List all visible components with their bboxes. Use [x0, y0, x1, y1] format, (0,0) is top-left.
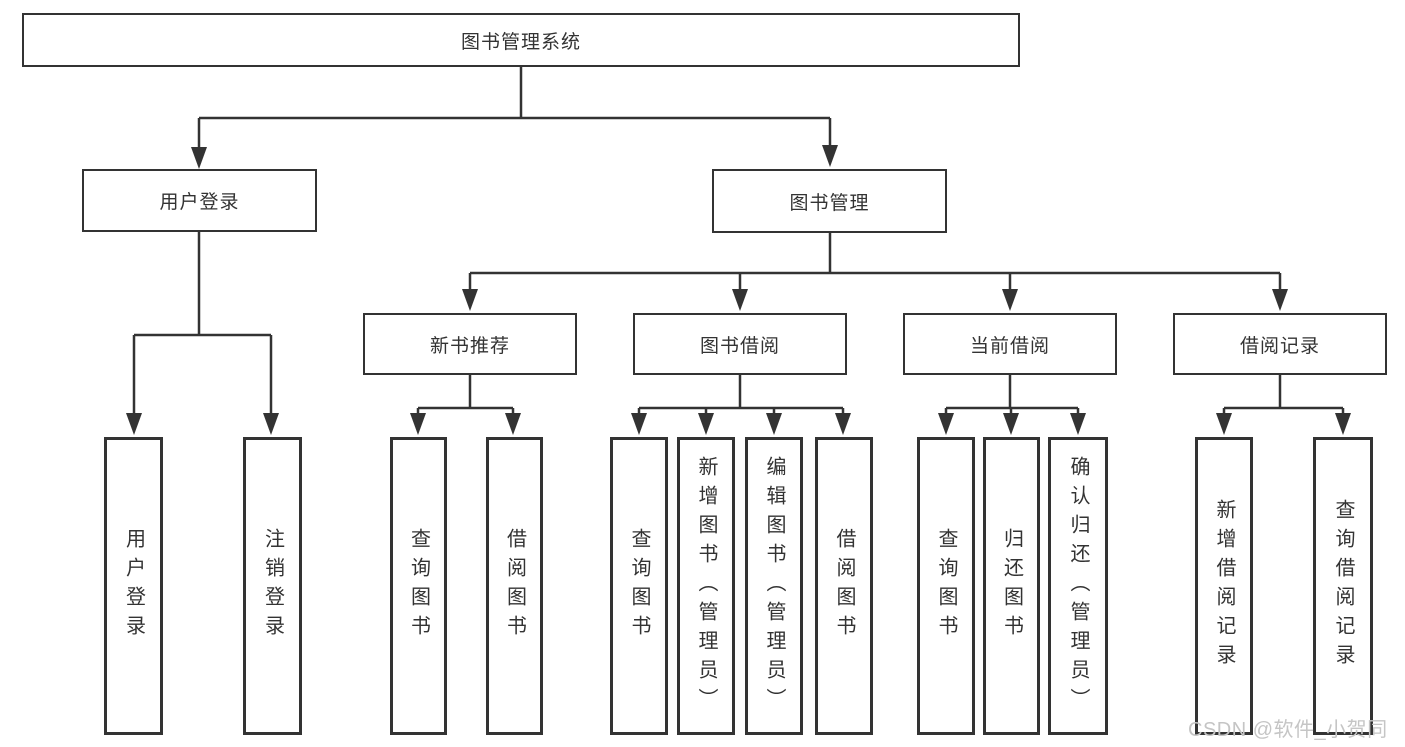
- leaf-borrow-books-recommend: 借阅图书: [486, 437, 543, 735]
- node-current-borrow: 当前借阅: [903, 313, 1117, 375]
- node-borrow-records: 借阅记录: [1173, 313, 1387, 375]
- leaf-query-books-current: 查询图书: [917, 437, 975, 735]
- node-book-management: 图书管理: [712, 169, 947, 233]
- leaf-user-login: 用户登录: [104, 437, 163, 735]
- leaf-confirm-return-admin: 确认归还（管理员）: [1048, 437, 1108, 735]
- node-new-book-recommend: 新书推荐: [363, 313, 577, 375]
- node-user-login: 用户登录: [82, 169, 317, 232]
- node-root-system: 图书管理系统: [22, 13, 1020, 67]
- leaf-query-books-borrow: 查询图书: [610, 437, 668, 735]
- csdn-watermark: CSDN @软件_小贺同学: [1188, 719, 1388, 741]
- leaf-add-borrow-record: 新增借阅记录: [1195, 437, 1253, 735]
- leaf-borrow-books: 借阅图书: [815, 437, 873, 735]
- leaf-add-books-admin: 新增图书（管理员）: [677, 437, 735, 735]
- leaf-logout: 注销登录: [243, 437, 302, 735]
- leaf-query-borrow-record: 查询借阅记录: [1313, 437, 1373, 735]
- leaf-edit-books-admin: 编辑图书（管理员）: [745, 437, 803, 735]
- leaf-query-books-recommend: 查询图书: [390, 437, 447, 735]
- node-book-borrow: 图书借阅: [633, 313, 847, 375]
- leaf-return-books: 归还图书: [983, 437, 1040, 735]
